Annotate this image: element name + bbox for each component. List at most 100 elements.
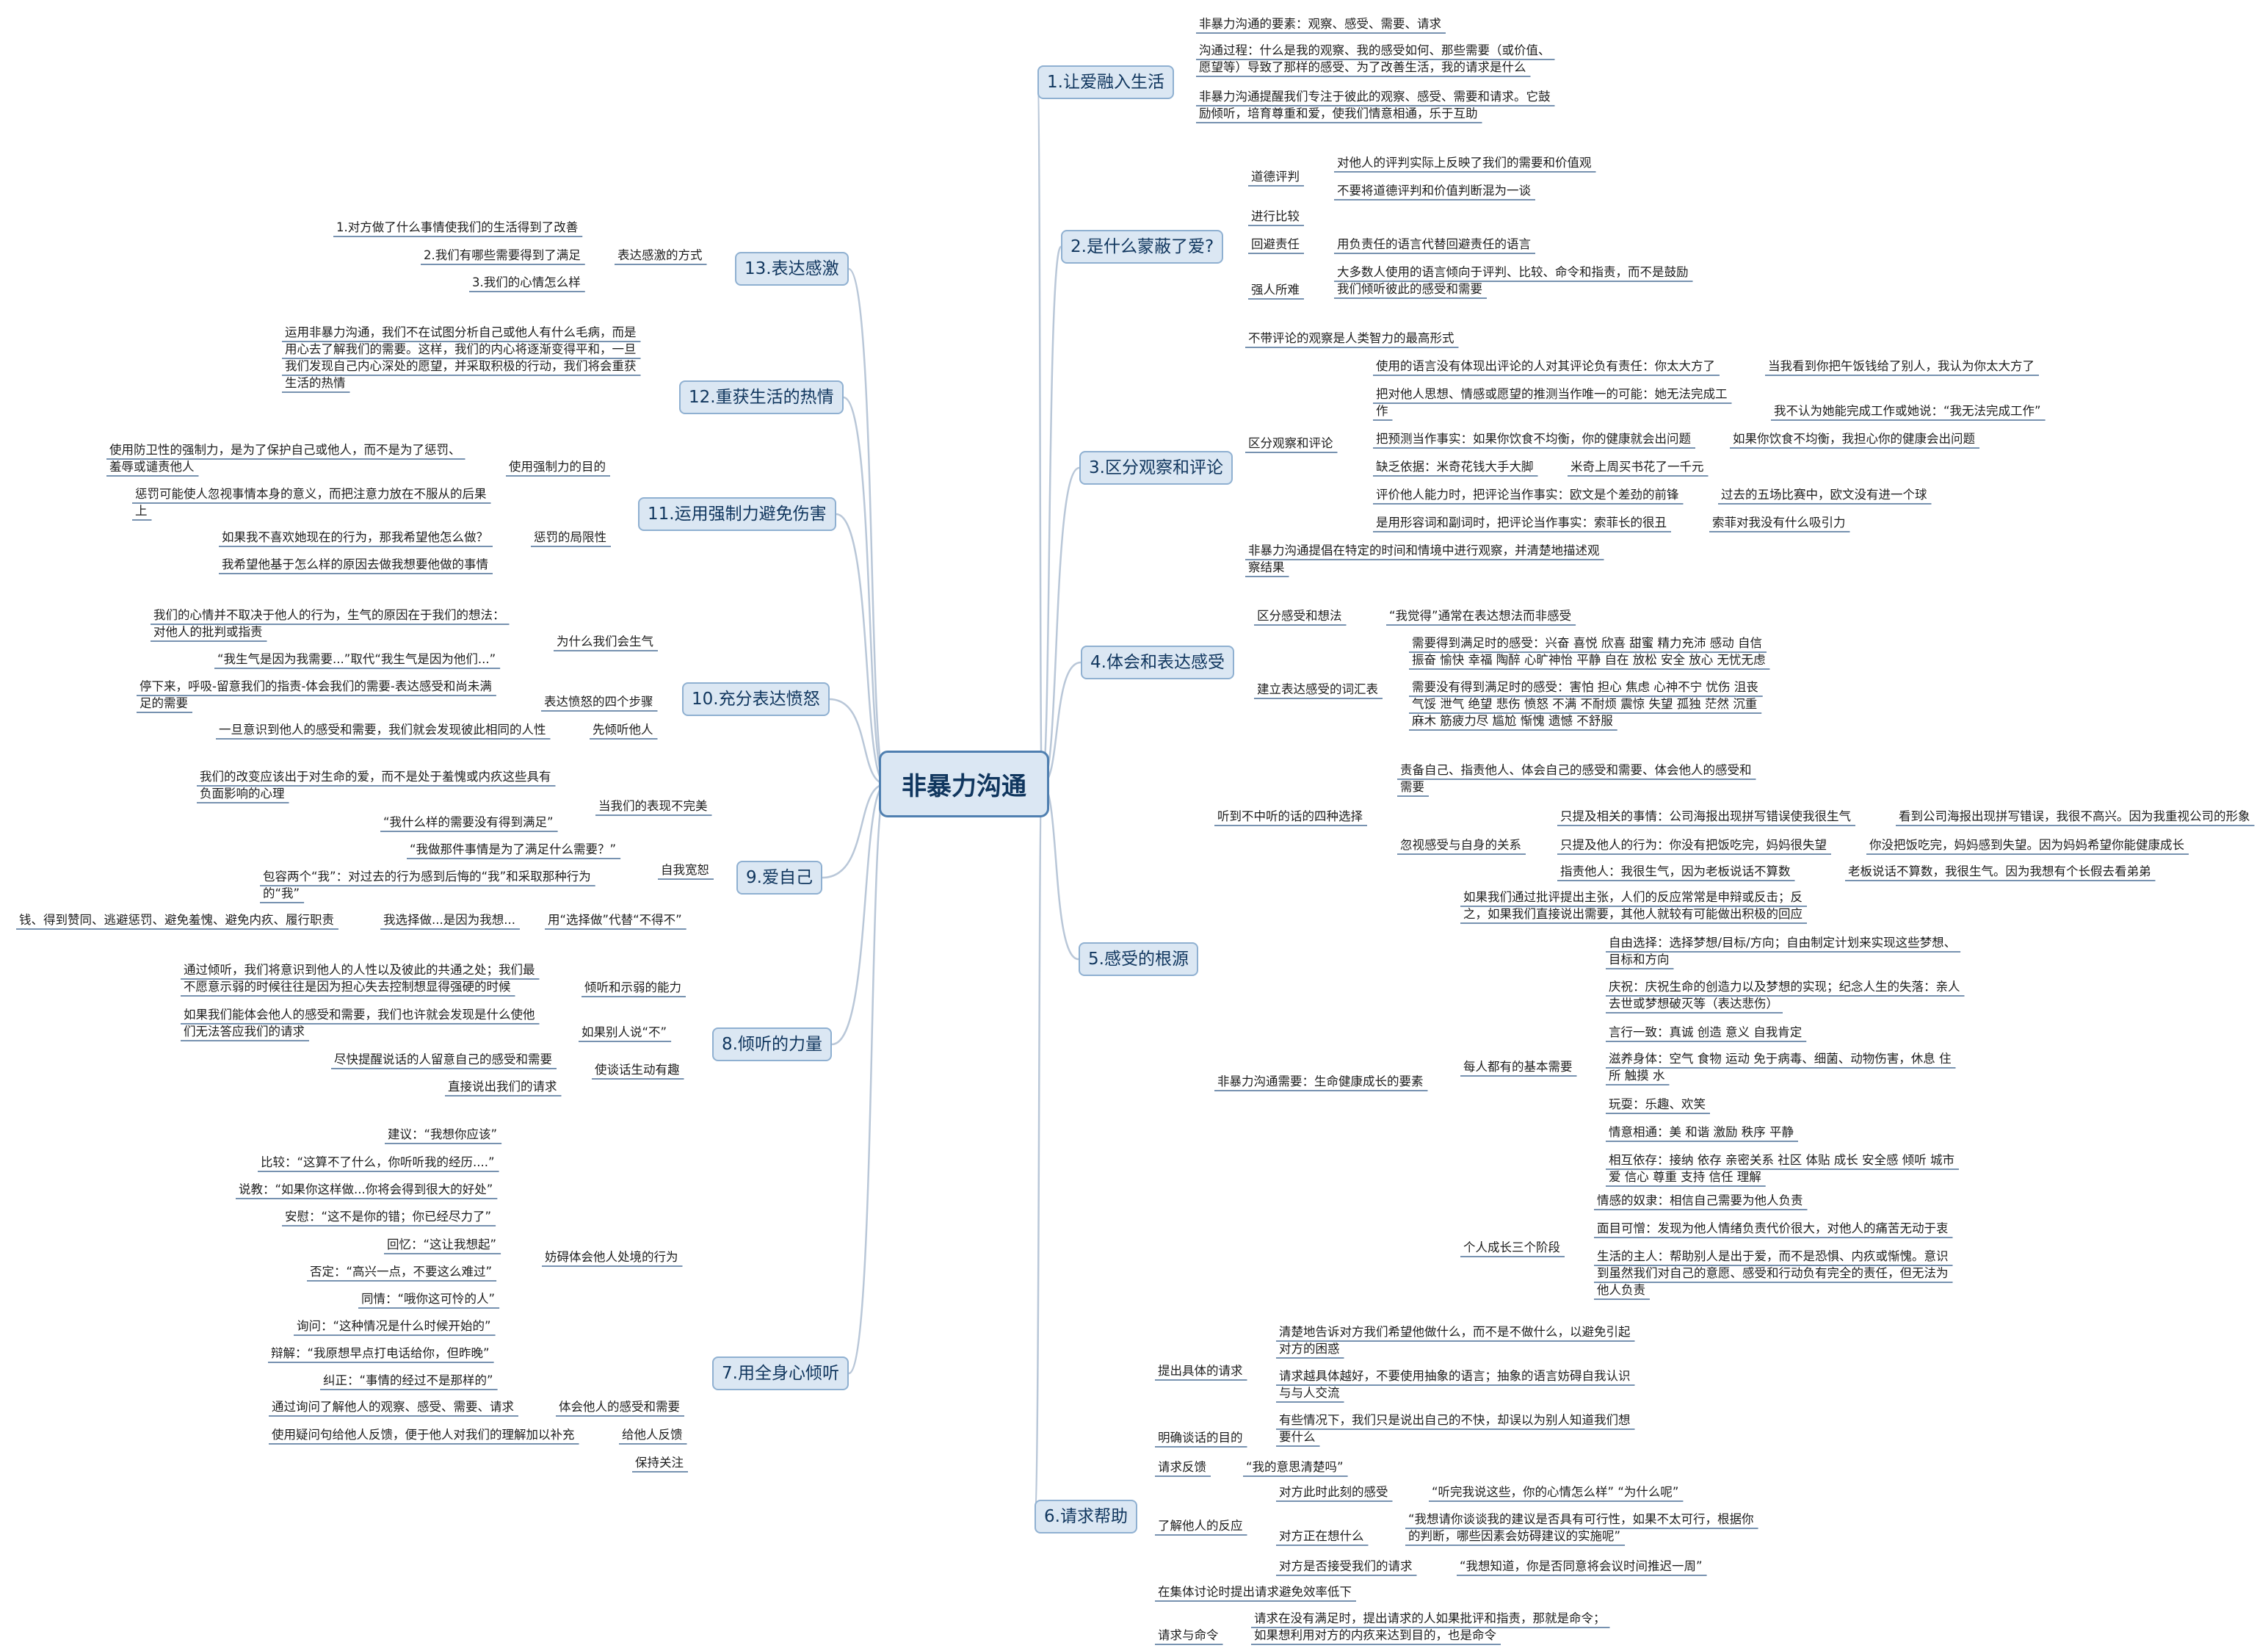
b2-item: 大多数人使用的语言倾向于评判、比较、命令和指责，而不是鼓励 xyxy=(1337,265,1689,279)
b5-item: 面目可憎：发现为他人情绪负责代价很大，对他人的痛苦无动于衷 xyxy=(1597,1221,1949,1235)
b9-item: 包容两个“我”：对过去的行为感到后悔的“我”和采取那种行为 xyxy=(263,870,591,884)
b2-label: 强人所难 xyxy=(1251,283,1300,297)
branch-connector xyxy=(1033,783,1043,1518)
b6-label: 对方是否接受我们的请求 xyxy=(1279,1559,1413,1573)
b5-item: 如果我们通过批评提出主张，人们的反应常常是申辩或反击；反 xyxy=(1463,890,1803,904)
b5-label: 非暴力沟通需要：生命健康成长的要素 xyxy=(1217,1074,1424,1088)
b6-label: 提出具体的请求 xyxy=(1158,1364,1243,1378)
b5-item: 只提及他人的行为：你没有把饭吃完，妈妈很失望 xyxy=(1560,838,1827,852)
b4-label: 建立表达感受的词汇表 xyxy=(1257,682,1378,696)
b5-item: 只提及相关的事情：公司海报出现拼写错误使我很生气 xyxy=(1560,809,1851,823)
b7-item: 安慰：“这不是你的错；你已经尽力了” xyxy=(285,1210,492,1224)
b3-item: 当我看到你把午饭钱给了别人，我认为你太大方了 xyxy=(1768,359,2035,373)
b12-item: 用心去了解我们的需要。这样，我们的内心将逐渐变得平和，一旦 xyxy=(285,342,637,356)
b8-item: 直接说出我们的请求 xyxy=(448,1080,557,1094)
b4-item: 需要没有得到满足时的感受：害怕 担心 焦虑 心神不宁 忧伤 沮丧 xyxy=(1412,680,1758,694)
b6-item: 清楚地告诉对方我们希望他做什么，而不是不做什么，以避免引起 xyxy=(1279,1325,1631,1339)
b5-item: 他人负责 xyxy=(1597,1283,1645,1297)
b11-item: 使用防卫性的强制力，是为了保护自己或他人，而不是为了惩罚、 xyxy=(109,443,461,457)
b10-item: “我生气是因为我需要...”取代“我生气是因为他们...” xyxy=(217,652,496,666)
b10-item: 一旦意识到他人的感受和需要，我们就会发现彼此相同的人性 xyxy=(219,723,546,737)
b3-item: 我不认为她能完成工作或她说：“我无法完成工作” xyxy=(1774,404,2041,418)
b13-label: 表达感激的方式 xyxy=(617,248,703,262)
b9-item: 负面影响的心理 xyxy=(200,787,285,801)
b5-item: 爱 信心 尊重 支持 信任 理解 xyxy=(1609,1170,1761,1184)
b7-item: 辩解：“我原想早点打电话给你，但昨晚” xyxy=(271,1346,490,1360)
b10-item: 对他人的批判或指责 xyxy=(153,625,263,639)
b2-item: 对他人的评判实际上反映了我们的需要和价值观 xyxy=(1337,156,1592,170)
b7-label: 体会他人的感受和需要 xyxy=(559,1400,680,1414)
branch-7-topic[interactable]: 7.用全身心倾听 xyxy=(712,1356,849,1390)
b3-item: 把对他人思想、情感或愿望的推测当作唯一的可能：她无法完成工 xyxy=(1376,387,1728,401)
b2-label: 道德评判 xyxy=(1251,170,1300,184)
b6-label: 请求与命令 xyxy=(1158,1628,1219,1642)
branch-6-topic[interactable]: 6.请求帮助 xyxy=(1035,1500,1137,1533)
b1-item: 非暴力沟通的要素：观察、感受、需要、请求 xyxy=(1199,17,1441,31)
b3-item: 使用的语言没有体现出评论的人对其评论负有责任：你太大方了 xyxy=(1376,359,1715,373)
b7-item: 同情：“哦你这可怜的人” xyxy=(361,1292,496,1306)
b5-item: 之，如果我们直接说出需要，其他人就较有可能做出积极的回应 xyxy=(1463,907,1803,921)
b7-item: 说教：“如果你这样做...你将会得到很大的好处” xyxy=(239,1182,493,1196)
b6-item: “我的意思清楚吗” xyxy=(1246,1460,1344,1474)
branch-connector xyxy=(831,783,887,1046)
b8-item: 们无法答应我们的请求 xyxy=(184,1025,305,1038)
b6-label: 了解他人的反应 xyxy=(1158,1519,1243,1533)
branch-connector xyxy=(822,783,887,879)
b2-item: 用负责任的语言代替回避责任的语言 xyxy=(1337,237,1531,251)
b6-label: 请求反馈 xyxy=(1158,1460,1206,1474)
b1-item: 沟通过程：什么是我的观察、我的感受如何、那些需要（或价值、 xyxy=(1199,43,1551,57)
b3-item: 索菲对我没有什么吸引力 xyxy=(1712,516,1846,530)
b1-item: 励倾听，培育尊重和爱，使我们情意相通，乐于互助 xyxy=(1199,106,1478,120)
b9-item: 的“我” xyxy=(263,886,300,900)
b7-item: 询问：“这种情况是什么时候开始的” xyxy=(297,1319,491,1333)
branch-2-topic[interactable]: 2.是什么蒙蔽了爱? xyxy=(1061,230,1224,264)
b6-item: 的判断，哪些因素会妨碍建议的实施呢” xyxy=(1408,1529,1621,1543)
branch-12-topic[interactable]: 12.重获生活的热情 xyxy=(679,380,844,414)
b8-label: 倾听和示弱的能力 xyxy=(584,980,681,994)
b4-item: 气馁 泄气 绝望 悲伤 愤怒 不满 不耐烦 震惊 失望 孤独 茫然 沉重 xyxy=(1412,697,1758,711)
b10-item: 我们的心情并不取决于他人的行为，生气的原因在于我们的想法： xyxy=(153,608,505,622)
b1-item: 愿望等）导致了那样的感受、为了改善生活，我的请求是什么 xyxy=(1199,60,1526,74)
b11-label: 使用强制力的目的 xyxy=(509,460,606,474)
b8-label: 如果别人说“不” xyxy=(582,1025,667,1039)
b9-item: “我做那件事情是为了满足什么需要？” xyxy=(410,842,617,856)
b12-item: 运用非暴力沟通，我们不在试图分析自己或他人有什么毛病，而是 xyxy=(285,325,637,339)
b5-item: 相互依存：接纳 依存 亲密关系 社区 体贴 成长 安全感 倾听 城市 xyxy=(1609,1153,1954,1167)
b13-item: 3.我们的心情怎么样 xyxy=(472,275,581,289)
b5-item: 滋养身体：空气 食物 运动 免于病毒、细菌、动物伤害，休息 住 xyxy=(1609,1052,1952,1066)
b8-label: 使谈话生动有趣 xyxy=(595,1063,680,1077)
branch-13-topic[interactable]: 13.表达感激 xyxy=(735,252,849,286)
b3-item: 过去的五场比赛中，欧文没有进一个球 xyxy=(1721,488,1927,502)
b7-item: 比较：“这算不了什么，你听听我的经历....” xyxy=(261,1155,495,1169)
b2-item: 我们倾听彼此的感受和需要 xyxy=(1337,282,1482,296)
branch-1-topic[interactable]: 1.让爱融入生活 xyxy=(1037,65,1174,99)
b10-item: 停下来，呼吸-留意我们的指责-体会我们的需要-表达感受和尚未满 xyxy=(140,679,492,693)
b5-item: 生活的主人：帮助别人是出于爱，而不是恐惧、内疚或惭愧。意识 xyxy=(1597,1249,1949,1263)
b5-item: 你没把饭吃完，妈妈感到失望。因为妈妈希望你能健康成长 xyxy=(1869,838,2184,852)
branch-10-topic[interactable]: 10.充分表达愤怒 xyxy=(682,682,830,716)
b2-item: 不要将道德评判和价值判断混为一谈 xyxy=(1337,184,1531,198)
b3-item: 评价他人能力时，把评论当作事实：欧文是个差劲的前锋 xyxy=(1376,488,1679,502)
b10-label: 为什么我们会生气 xyxy=(557,635,653,649)
b6-item: “我想知道，你是否同意将会议时间推迟一周” xyxy=(1460,1559,1703,1573)
branch-5-topic[interactable]: 5.感受的根源 xyxy=(1079,942,1198,976)
b7-item: 否定：“高兴一点，不要这么难过” xyxy=(310,1265,493,1279)
branch-11-topic[interactable]: 11.运用强制力避免伤害 xyxy=(638,497,836,531)
b6-item: “听完我说这些，你的心情怎么样” “为什么呢” xyxy=(1432,1485,1679,1499)
b10-label: 先倾听他人 xyxy=(593,723,653,737)
b3-label: 区分观察和评论 xyxy=(1248,436,1333,450)
branch-connector xyxy=(829,698,887,785)
branch-3-topic[interactable]: 3.区分观察和评论 xyxy=(1079,451,1233,485)
b12-item: 生活的热情 xyxy=(285,376,346,390)
b4-item: 需要得到满足时的感受：兴奋 喜悦 欣喜 甜蜜 精力充沛 感动 自信 xyxy=(1412,636,1762,650)
branch-9-topic[interactable]: 9.爱自己 xyxy=(736,861,822,895)
b10-label: 表达愤怒的四个步骤 xyxy=(544,695,653,709)
b6-item: 要什么 xyxy=(1279,1430,1316,1444)
b11-item: 惩罚可能使人忽视事情本身的意义，而把注意力放在不服从的后果 xyxy=(135,487,487,501)
root-topic[interactable]: 非暴力沟通 xyxy=(879,751,1049,817)
branch-8-topic[interactable]: 8.倾听的力量 xyxy=(712,1027,832,1061)
b11-item: 如果我不喜欢她现在的行为，那我希望他怎么做？ xyxy=(222,530,488,544)
branch-4-topic[interactable]: 4.体会和表达感受 xyxy=(1081,646,1234,679)
b5-item: 需要 xyxy=(1400,780,1424,794)
b5-label: 听到不中听的话的四种选择 xyxy=(1217,809,1363,823)
